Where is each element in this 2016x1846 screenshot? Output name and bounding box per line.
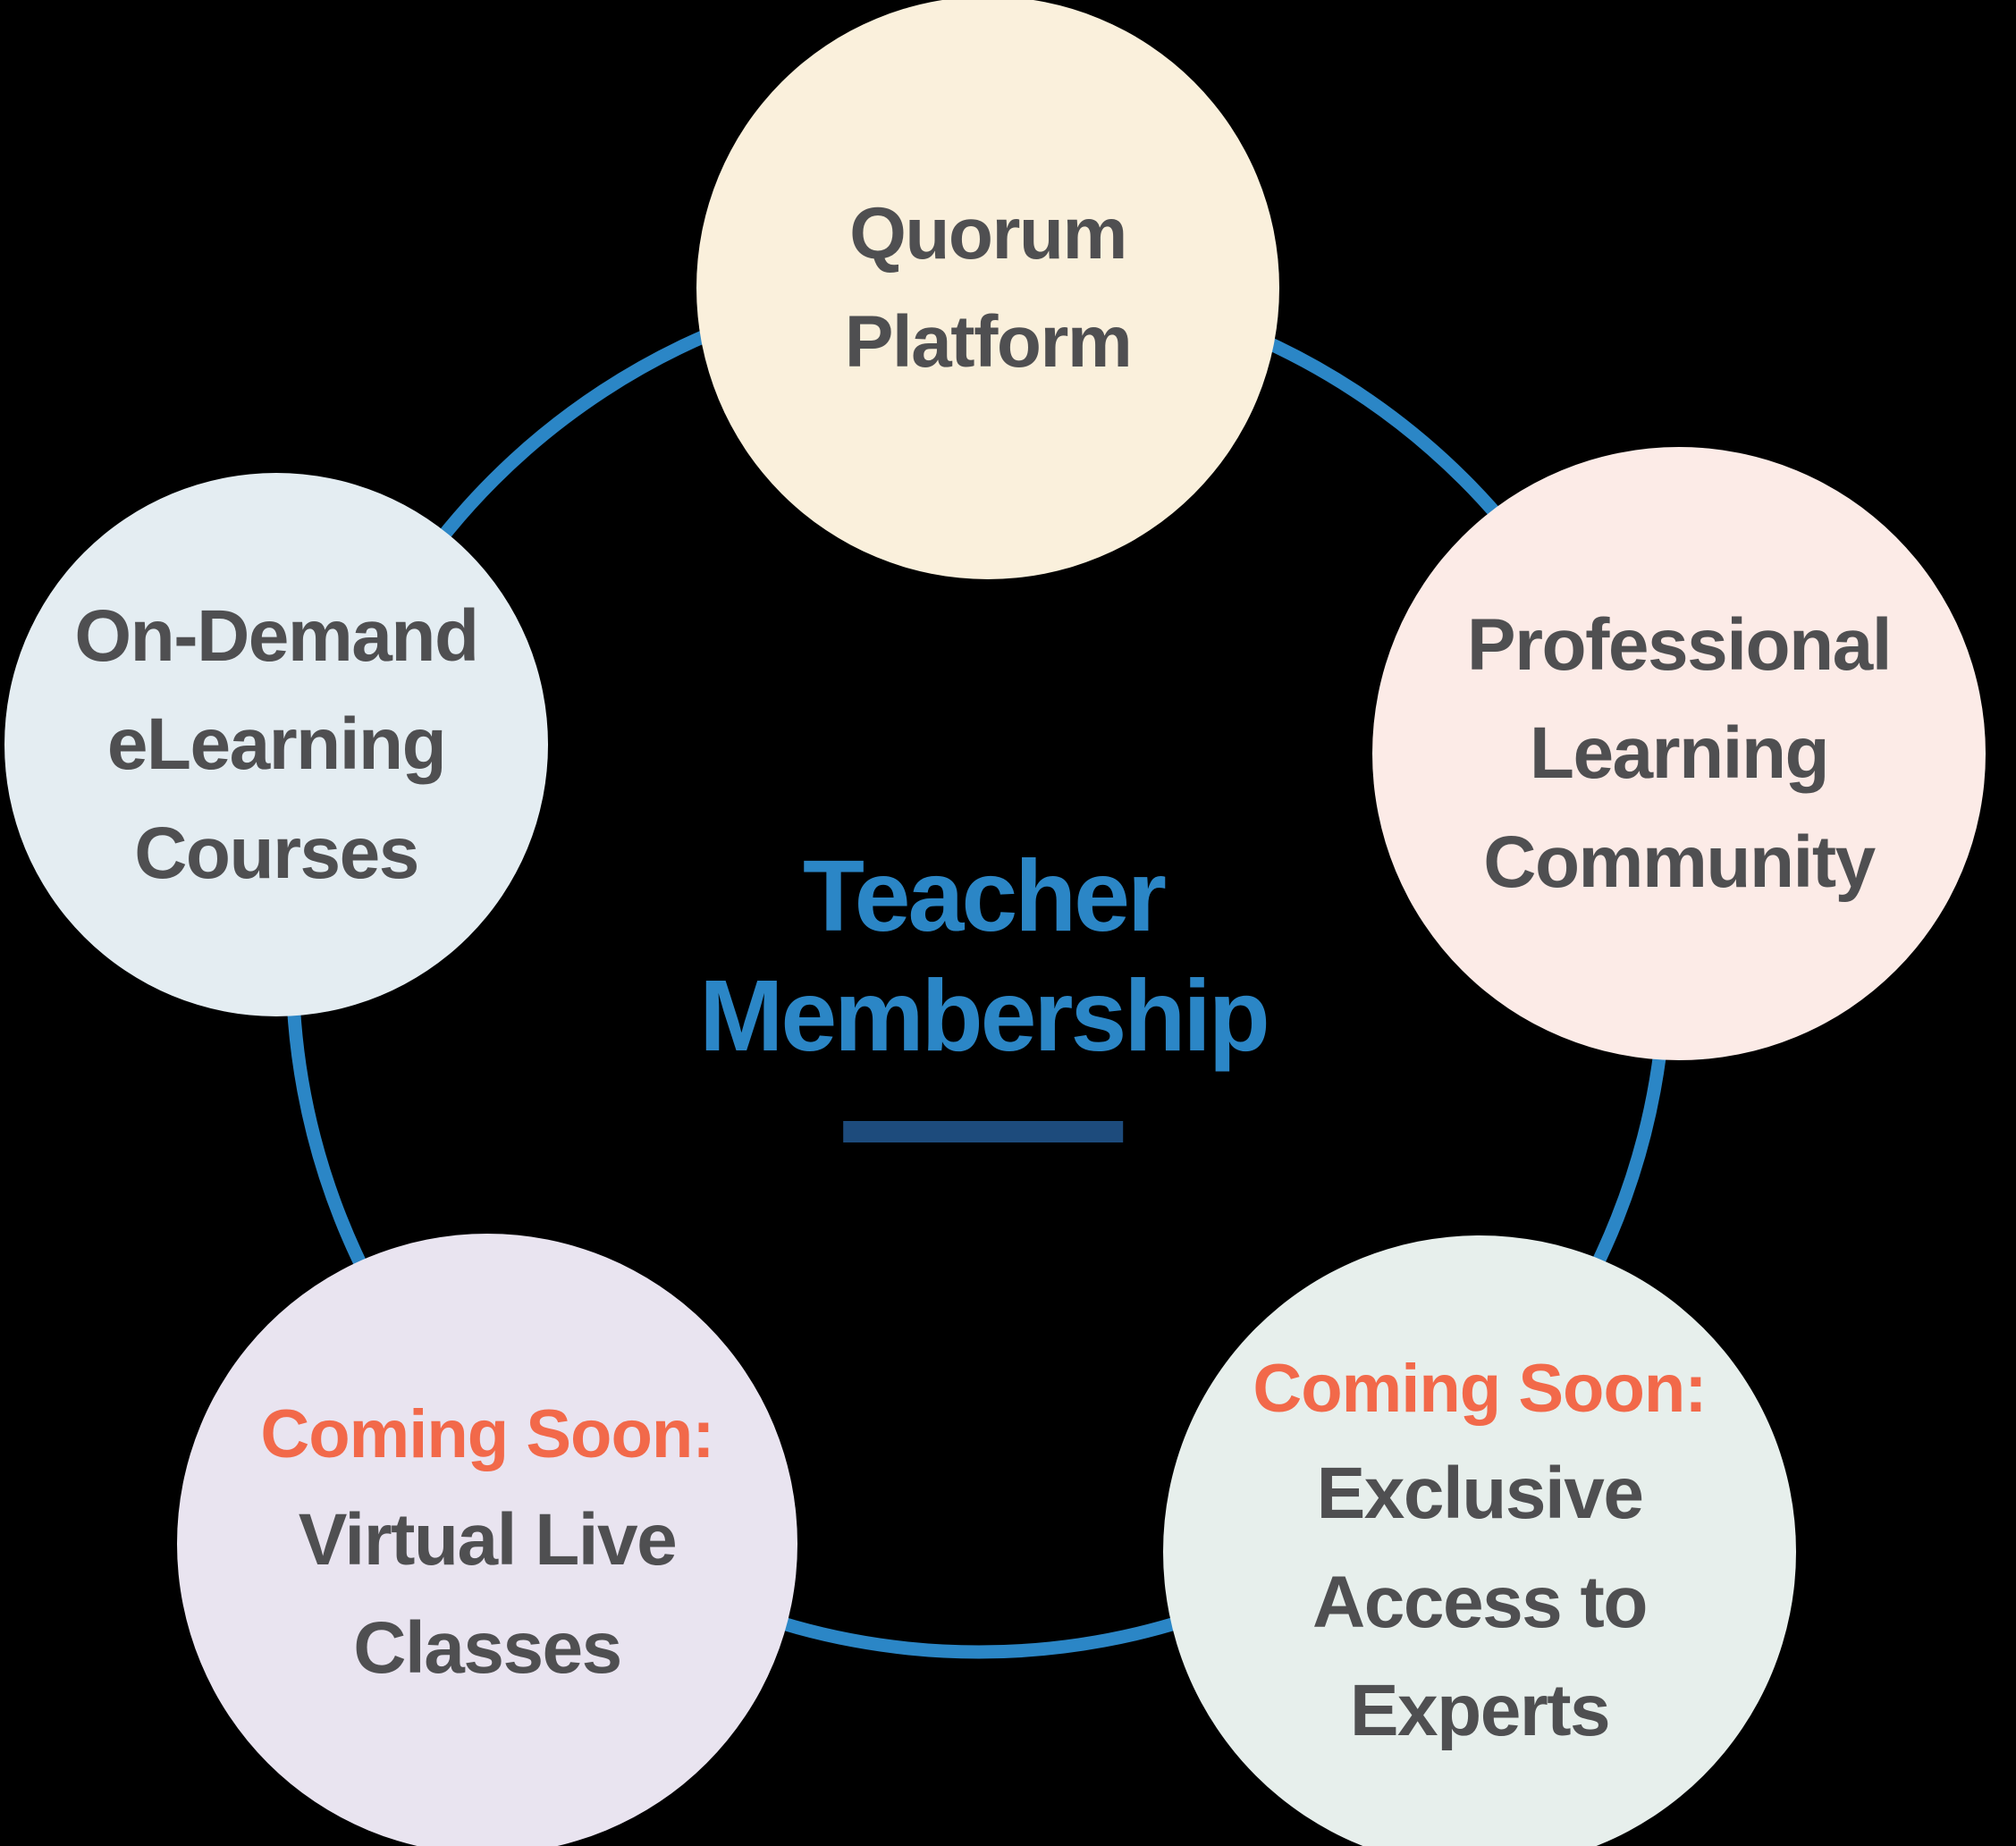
circle-label-line: Professional: [1466, 603, 1893, 686]
coming-soon-badge: Coming Soon:: [260, 1396, 714, 1473]
circle-label-line: Experts: [1349, 1669, 1611, 1751]
circle-on-demand-elearning: On-Demand eLearning Courses: [4, 473, 548, 1016]
title-underline: [843, 1120, 1124, 1142]
circle-label-line: Virtual Live: [298, 1498, 678, 1580]
circle-label-line: Community: [1483, 821, 1876, 903]
circle-label-line: Exclusive: [1316, 1453, 1644, 1535]
coming-soon-badge: Coming Soon:: [1253, 1350, 1707, 1427]
center-title: Teacher Membership: [699, 836, 1270, 1142]
circle-label-line: Learning: [1529, 712, 1830, 795]
circle-quorum-platform: Quorum Platform: [696, 0, 1279, 579]
circle-label-line: Courses: [134, 812, 419, 894]
circle-label-line: eLearning: [106, 704, 447, 786]
title-line-1: Teacher: [802, 839, 1167, 952]
circle-label-line: Access to: [1312, 1561, 1648, 1643]
circle-professional-learning-community: Professional Learning Community: [1372, 447, 1986, 1060]
circle-label-line: Quorum: [849, 192, 1127, 274]
circle-label-line: Platform: [844, 301, 1133, 383]
circle-virtual-live-classes: Coming Soon: Virtual Live Classes: [177, 1234, 797, 1846]
title-line-2: Membership: [699, 959, 1270, 1073]
circle-label-line: On-Demand: [74, 594, 479, 677]
circle-exclusive-access-experts: Coming Soon: Exclusive Access to Experts: [1163, 1235, 1796, 1846]
circle-label-line: Classes: [353, 1607, 622, 1690]
